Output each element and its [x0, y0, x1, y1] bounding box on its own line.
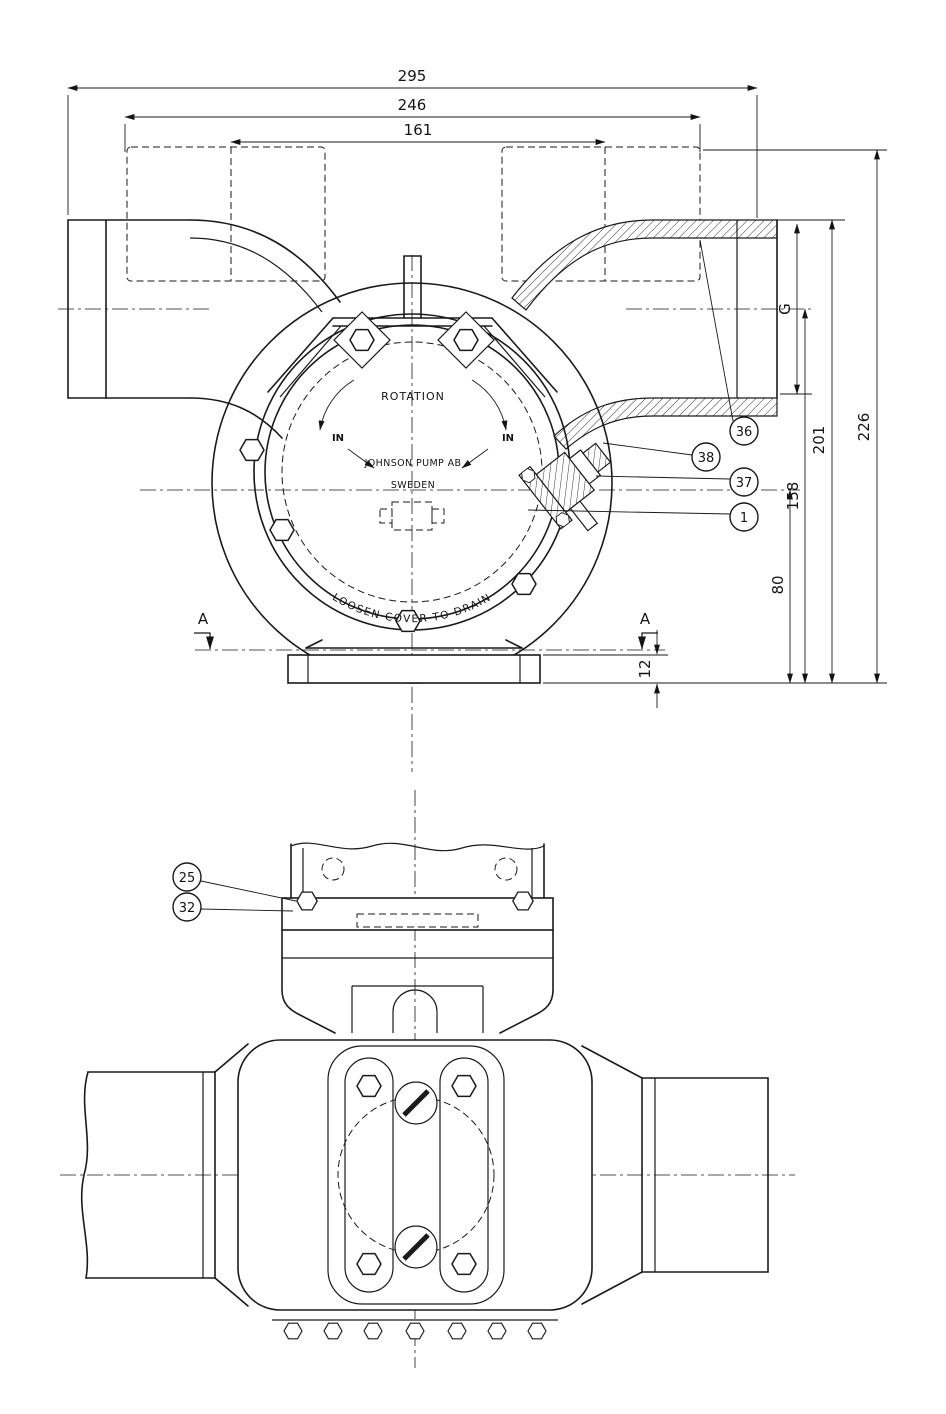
top-bracket	[267, 255, 558, 398]
drain-cock	[518, 442, 612, 532]
nut-icon	[527, 1322, 547, 1340]
nut-icon	[405, 1322, 425, 1340]
section-arrow-right	[638, 632, 658, 650]
front-view: ROTATION IN IN JOHNSON PUMP AB SWEDEN LO…	[58, 67, 887, 772]
left-port-elbow	[67, 219, 341, 439]
bolt-icon	[512, 891, 534, 911]
dim-226: 226	[855, 413, 873, 442]
svg-text:37: 37	[736, 476, 753, 491]
drain-plug-bottom	[394, 1225, 438, 1269]
inlet-label-right: IN	[502, 433, 514, 444]
break-line	[80, 1071, 89, 1279]
inlet-arrow-right	[461, 448, 489, 469]
dim-295: 295	[398, 67, 427, 85]
bolt-icon	[296, 891, 318, 911]
callout-1: 1	[729, 502, 759, 532]
nut-icon	[363, 1322, 383, 1340]
callout-36: 36	[729, 416, 759, 446]
cover-labels: ROTATION IN IN JOHNSON PUMP AB SWEDEN LO…	[318, 379, 514, 625]
section-label-left: A	[198, 610, 209, 628]
bolt-icon	[356, 1074, 382, 1098]
section-label-right: A	[640, 610, 651, 628]
inlet-label-left: IN	[332, 433, 344, 444]
svg-text:1: 1	[740, 511, 748, 526]
nut-icon	[323, 1322, 343, 1340]
bolt-icon	[451, 1252, 477, 1276]
center-lines	[58, 255, 815, 772]
maker-label: JOHNSON PUMP AB	[364, 458, 462, 469]
dimensions: 295 246 161 G 226 201 15	[67, 67, 887, 708]
nut-icon	[487, 1322, 507, 1340]
callouts-top: 25 32	[172, 862, 297, 922]
bolt-icon	[511, 572, 537, 596]
svg-text:25: 25	[179, 871, 196, 886]
callout-25: 25	[172, 862, 202, 892]
callout-38: 38	[691, 442, 721, 472]
pump-body-top	[80, 1039, 769, 1340]
section-arrow-left	[194, 632, 214, 650]
shaft-end-hidden	[391, 501, 433, 531]
nut-icon	[283, 1322, 303, 1340]
dim-G: G	[776, 303, 794, 315]
bearing-housing	[281, 929, 554, 1034]
dim-158: 158	[784, 482, 802, 511]
rotation-arrow-right	[471, 379, 508, 431]
dim-161: 161	[404, 121, 433, 139]
base-foot	[287, 639, 541, 684]
rotation-label: ROTATION	[381, 390, 445, 403]
right-port-elbow-section	[511, 219, 778, 450]
bolt-icon	[239, 438, 265, 462]
dim-80: 80	[769, 575, 787, 594]
svg-text:36: 36	[736, 425, 753, 440]
bolt-icon	[453, 328, 479, 352]
country-label: SWEDEN	[391, 480, 435, 491]
callout-32: 32	[172, 892, 202, 922]
drain-plug-top	[394, 1081, 438, 1125]
dim-201: 201	[810, 426, 828, 455]
inlet-arrow-left	[347, 448, 375, 469]
nut-icon	[447, 1322, 467, 1340]
rotation-arrow-left	[318, 379, 355, 431]
bolt-icon	[269, 518, 295, 542]
break-line	[290, 842, 545, 852]
bolt-icon	[349, 328, 375, 352]
dim-12: 12	[636, 659, 654, 678]
bolt-icon	[451, 1074, 477, 1098]
section-markers: A A	[194, 610, 658, 650]
top-view: 25 32	[60, 790, 795, 1368]
phantom-ports	[126, 146, 701, 282]
svg-text:38: 38	[698, 451, 715, 466]
dim-246: 246	[398, 96, 427, 114]
callout-37: 37	[729, 467, 759, 497]
bolt-icon	[356, 1252, 382, 1276]
callouts-front: 36 38 37 1	[527, 239, 759, 532]
foot-bracket	[281, 842, 554, 931]
svg-text:32: 32	[179, 901, 196, 916]
